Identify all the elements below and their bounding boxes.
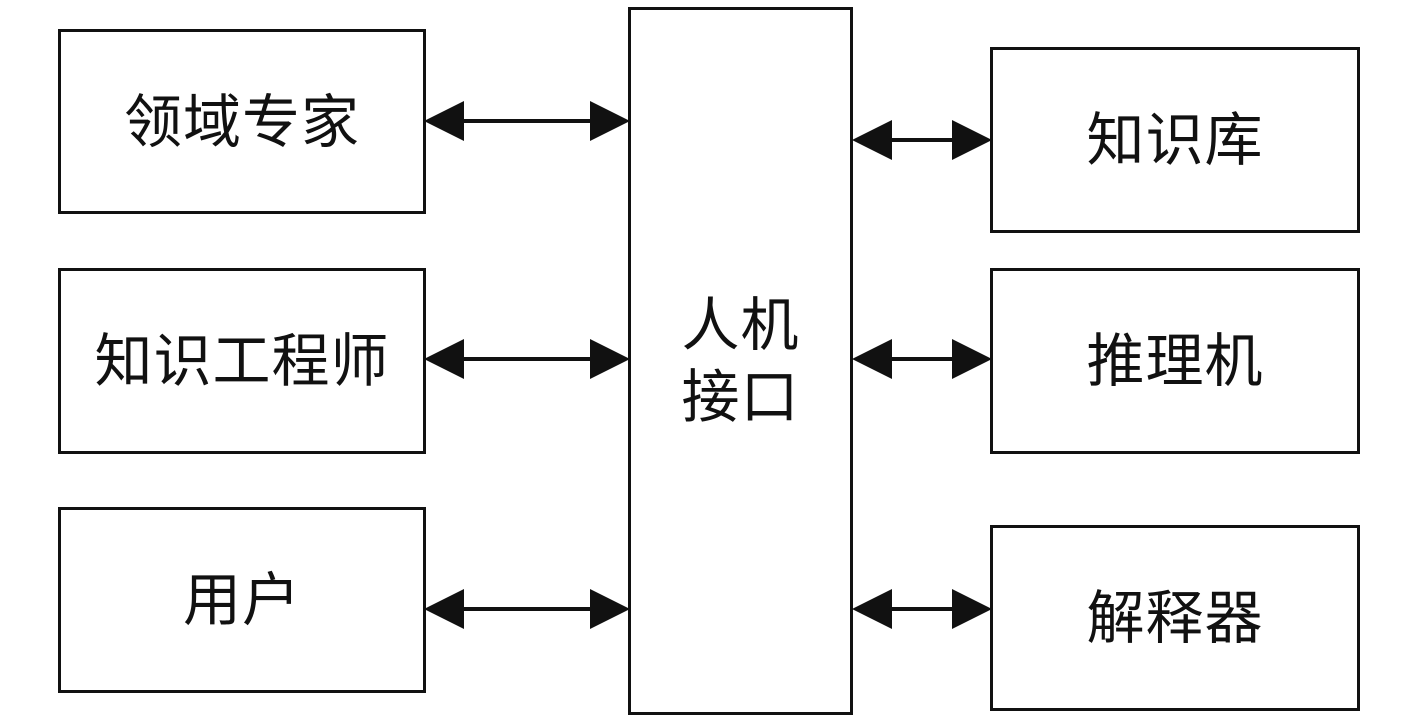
knowledge-base-box: 知识库 — [990, 47, 1360, 233]
inference-engine-label: 推理机 — [1086, 327, 1264, 395]
user-box: 用户 — [58, 507, 426, 693]
interface-label-line-2: 接口 — [681, 363, 800, 431]
knowledge-engineer-box: 知识工程师 — [58, 268, 426, 454]
explainer-label: 解释器 — [1086, 584, 1264, 652]
interface-label-line-1: 人机 — [681, 291, 800, 359]
knowledge-base-label: 知识库 — [1086, 106, 1264, 174]
domain-expert-label: 领域专家 — [123, 87, 360, 156]
user-label: 用户 — [182, 566, 301, 634]
domain-expert-box: 领域专家 — [58, 29, 426, 214]
inference-engine-box: 推理机 — [990, 268, 1360, 454]
knowledge-engineer-label: 知识工程师 — [94, 327, 390, 395]
human-machine-interface-box: 人机 接口 — [628, 7, 853, 715]
explainer-box: 解释器 — [990, 525, 1360, 711]
